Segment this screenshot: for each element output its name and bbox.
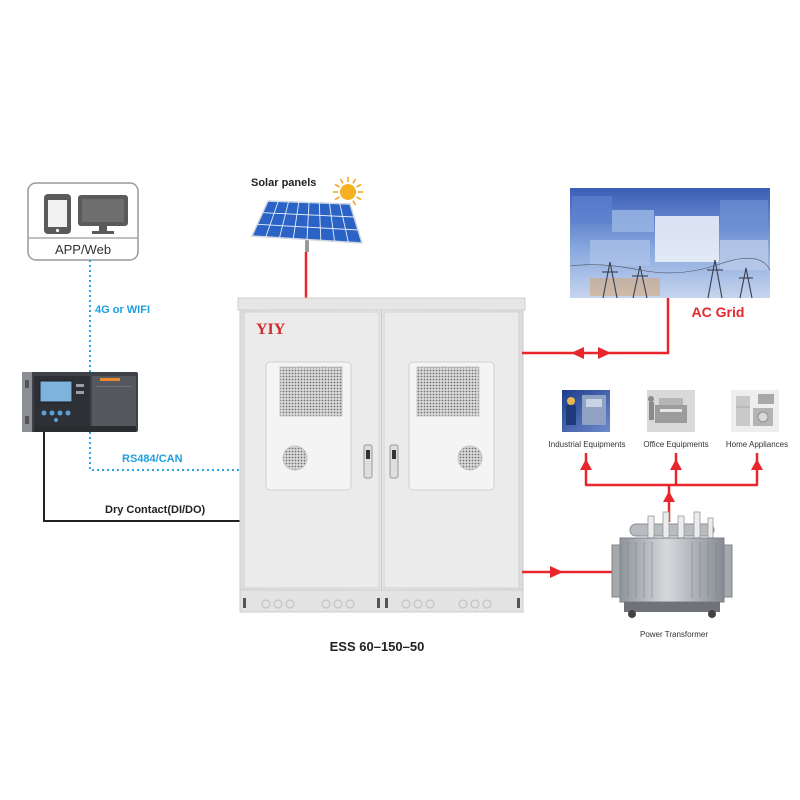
left-door-handle xyxy=(363,444,373,479)
solar-panels-label: Solar panels xyxy=(251,177,316,189)
controller-buttons xyxy=(41,384,84,422)
home-appliances-label: Home Appliances xyxy=(726,440,788,449)
transformer-base xyxy=(624,602,720,612)
cabinet-top-rim xyxy=(237,297,526,311)
left-ac-vent-unit xyxy=(265,361,352,491)
conservator-tank xyxy=(629,523,715,537)
grid-arrow-left xyxy=(571,347,584,359)
cabinet-brand-logo: YIY xyxy=(256,321,286,338)
ac-grid-label: AC Grid xyxy=(692,304,745,320)
wireless-link-label: 4G or WIFI xyxy=(95,304,150,316)
home-arrow-up xyxy=(751,459,763,470)
app-web-label: APP/Web xyxy=(55,242,111,257)
industrial-equipments-image xyxy=(562,390,610,432)
sun-icon xyxy=(333,177,363,206)
cooling-fins xyxy=(627,542,717,598)
controller-status-strip xyxy=(100,378,120,381)
dry-contact-label: Dry Contact(DI/DO) xyxy=(105,504,206,516)
cabinet-model-label: ESS 60–150–50 xyxy=(330,639,425,654)
controller-device xyxy=(22,372,138,432)
load-arrows xyxy=(580,459,763,502)
smartphone-icon xyxy=(44,194,71,234)
power-towers xyxy=(569,257,771,299)
office-equipments-label: Office Equipments xyxy=(643,440,708,449)
solar-panel-pole xyxy=(305,238,309,252)
grid-power-line xyxy=(522,298,670,355)
fan-grille xyxy=(282,445,308,471)
ess-cabinet: YIY xyxy=(237,297,526,613)
transformer-arrow-up xyxy=(663,491,675,502)
industrial-equipments-label: Industrial Equipments xyxy=(549,440,626,449)
home-appliances-image xyxy=(731,390,779,432)
right-door-handle xyxy=(389,444,399,479)
vent-grill xyxy=(279,366,343,417)
bus-link-label: RS484/CAN xyxy=(122,453,183,465)
controller-lcd xyxy=(39,380,73,403)
solar-panel xyxy=(250,200,364,252)
transformer-tank xyxy=(619,537,725,603)
fan-grille xyxy=(457,445,483,471)
bushings xyxy=(647,511,714,541)
bus-link-line xyxy=(89,432,243,471)
dry-contact-wire xyxy=(43,432,243,522)
transformer-arrow-right xyxy=(550,566,563,578)
load-bus-lines xyxy=(584,453,759,522)
power-transformer-image xyxy=(611,511,733,618)
app-web-box: APP/Web xyxy=(27,182,139,261)
transformer-wheel xyxy=(628,610,636,618)
power-transformer-label: Power Transformer xyxy=(640,630,708,639)
transformer-wheel xyxy=(708,610,716,618)
ac-grid-image xyxy=(569,188,771,299)
office-arrow-up xyxy=(670,459,682,470)
vent-grill xyxy=(416,366,480,417)
cabinet-plinth xyxy=(239,589,524,613)
right-ac-vent-unit xyxy=(408,361,495,491)
rack-ear xyxy=(22,372,32,432)
monitor-icon xyxy=(78,195,128,234)
grid-arrow-right xyxy=(598,347,611,359)
office-equipments-image xyxy=(647,390,695,432)
industrial-arrow-up xyxy=(580,459,592,470)
cable-glands xyxy=(261,599,492,609)
